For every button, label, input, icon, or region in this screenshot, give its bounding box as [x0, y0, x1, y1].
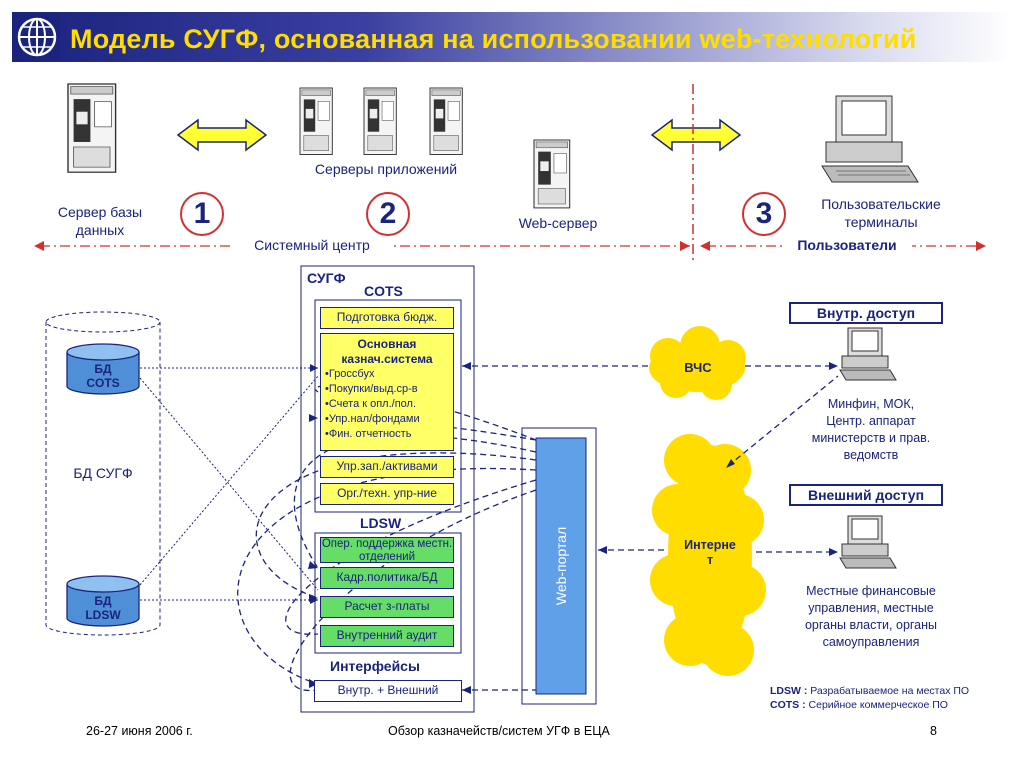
cots-label: COTS — [364, 283, 403, 299]
oper-support-module: Опер. поддержка местн. отделений — [320, 537, 454, 563]
internal-audit-module: Внутренний аудит — [320, 625, 454, 647]
interfaces-label: Интерфейсы — [330, 658, 420, 674]
web-portal: Web-портал — [536, 438, 586, 694]
legend: LDSW : Разрабатываемое на местах ПО COTS… — [770, 684, 969, 712]
double-arrow-right — [650, 118, 742, 152]
users-label: Пользователи — [782, 237, 912, 253]
main-treasury-item: •Фин. отчетность — [325, 428, 412, 440]
main-treasury-item: •Упр.нал/фондами — [325, 413, 420, 425]
payroll-module: Расчет з-платы — [320, 596, 454, 618]
vchs-cloud — [649, 326, 746, 400]
system-center-label: Системный центр — [232, 237, 392, 253]
page-number: 8 — [930, 724, 937, 738]
hr-policy-module: Кадр.политика/БД — [320, 567, 454, 589]
user-terminal-icon — [821, 95, 919, 183]
world-bank-logo — [14, 14, 60, 60]
internal-access-pc-icon — [839, 327, 897, 381]
ldsw-label: LDSW — [360, 515, 402, 531]
legend-ldsw: LDSW : Разрабатываемое на местах ПО — [770, 685, 970, 697]
sugf-label: СУГФ — [307, 270, 346, 286]
main-treasury-title: Основная казнач.система — [341, 337, 433, 366]
internal-access-desc: Минфин, МОК, Центр. аппарат министерств … — [811, 397, 931, 462]
external-access-pc-icon — [839, 515, 897, 569]
bd-sugf-cylinder — [45, 311, 161, 636]
number-2-badge: 2 — [366, 192, 410, 236]
main-treasury-item: •Покупки/выд.ср-в — [325, 383, 418, 395]
budget-prep-module: Подготовка бюдж. — [320, 307, 454, 329]
int-ext-interface-module: Внутр. + Внешний — [314, 680, 462, 702]
legend-cots: COTS : Серийное коммерческое ПО — [770, 699, 948, 711]
external-access-box: Внешний доступ — [789, 484, 943, 506]
web-portal-label: Web-портал — [553, 526, 570, 606]
page-title: Модель СУГФ, основанная на использовании… — [70, 24, 917, 54]
number-1-badge: 1 — [180, 192, 224, 236]
main-treasury-module: Основная казнач.система •Гроссбух •Покуп… — [320, 333, 454, 451]
external-access-desc: Местные финансовые управления, местные о… — [804, 584, 938, 649]
top-diagram — [34, 83, 986, 260]
double-arrow-left — [176, 118, 268, 152]
web-server-label: Web-сервер — [518, 215, 598, 231]
footer-date: 26-27 июня 2006 г. — [86, 724, 193, 738]
bd-cots-cylinder — [66, 343, 140, 395]
bd-ldsw-cylinder — [66, 575, 140, 627]
vchs-label: ВЧС — [684, 360, 712, 375]
number-3-badge: 3 — [742, 192, 786, 236]
title-band — [12, 12, 1012, 62]
internet-cloud — [650, 434, 766, 676]
footer-center: Обзор казначейств/систем УГФ в ЕЦА — [388, 724, 610, 738]
bd-sugf-label: БД СУГФ — [73, 465, 133, 481]
org-tech-module: Орг./техн. упр-ние — [320, 483, 454, 505]
main-treasury-item: •Гроссбух — [325, 368, 375, 380]
app-servers-label: Серверы приложений — [314, 161, 458, 177]
db-server-label: Сервер базы данных — [57, 204, 143, 238]
asset-mgmt-module: Упр.зап./активами — [320, 456, 454, 478]
user-terminals-label: Пользовательские терминалы — [821, 196, 941, 230]
main-treasury-item: •Счета к опл./пол. — [325, 398, 417, 410]
internal-access-box: Внутр. доступ — [789, 302, 943, 324]
